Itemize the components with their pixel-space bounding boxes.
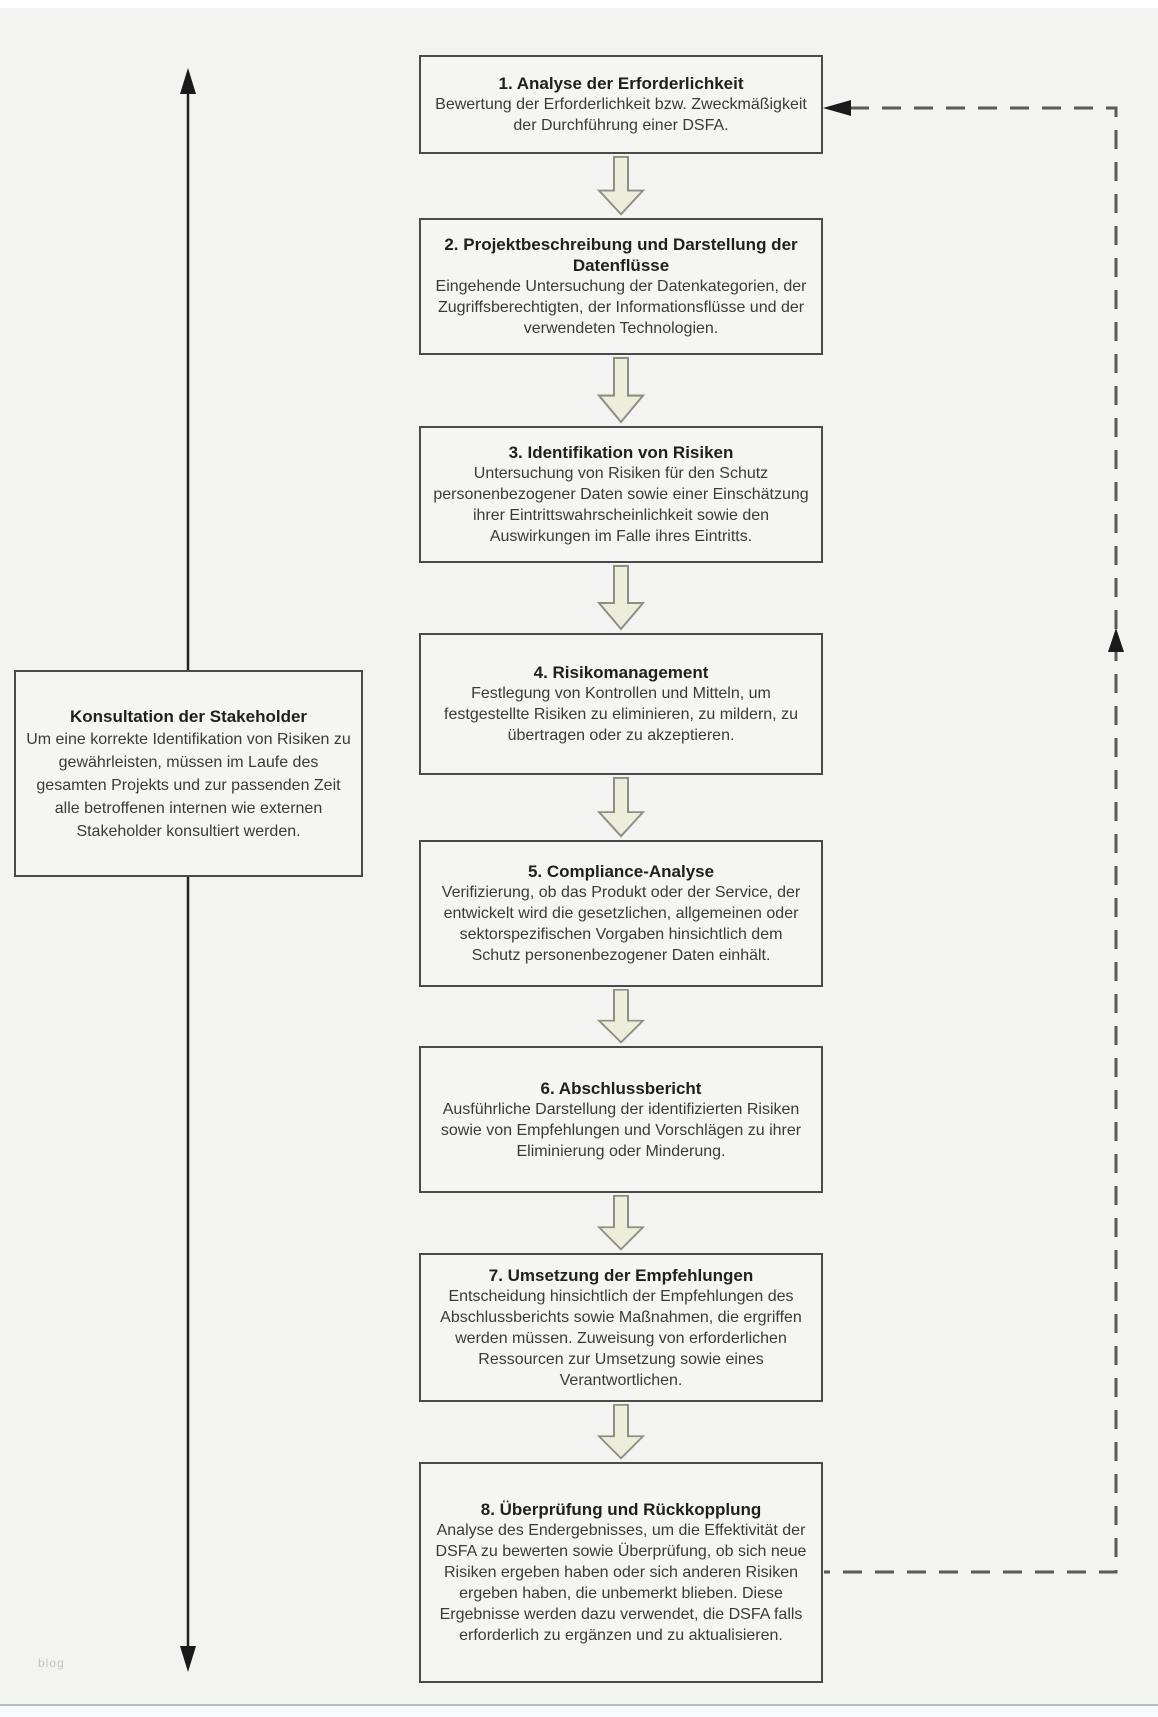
arrowhead-down-icon xyxy=(180,1646,196,1672)
step-title: 4. Risikomanagement xyxy=(533,663,709,682)
down-block-arrow-icon xyxy=(597,777,645,838)
down-block-arrow-icon xyxy=(597,565,645,631)
step-box-7: 7. Umsetzung der Empfehlungen Entscheidu… xyxy=(419,1253,823,1402)
step-box-2: 2. Projektbeschreibung und Darstellung d… xyxy=(419,218,823,355)
arrowhead-up-icon xyxy=(180,68,196,94)
stakeholder-box-title: Konsultation der Stakeholder xyxy=(69,706,308,726)
step-title: 3. Identifikation von Risiken xyxy=(508,443,734,462)
step-box-4: 4. Risikomanagement Festlegung von Kontr… xyxy=(419,633,823,775)
feedback-dashed-path xyxy=(824,106,1118,1574)
stakeholder-box-body: Um eine korrekte Identifikation von Risi… xyxy=(26,730,351,840)
step-body: Verifizierung, ob das Produkt oder der S… xyxy=(441,884,801,964)
step-box-3: 3. Identifikation von Risiken Untersuchu… xyxy=(419,426,823,563)
step-body: Eingehende Untersuchung der Datenkategor… xyxy=(435,278,807,337)
step-body: Untersuchung von Risiken für den Schutz … xyxy=(433,465,809,545)
step-box-6: 6. Abschlussbericht Ausführliche Darstel… xyxy=(419,1046,823,1193)
step-box-5: 5. Compliance-Analyse Verifizierung, ob … xyxy=(419,840,823,987)
down-block-arrow-icon xyxy=(597,989,645,1044)
step-title: 1. Analyse der Erforderlichkeit xyxy=(498,74,744,93)
down-block-arrow-icon xyxy=(597,156,645,216)
step-title: 8. Überprüfung und Rückkopplung xyxy=(480,1500,762,1519)
feedback-arrowhead-up-icon xyxy=(1108,628,1124,652)
step-box-8: 8. Überprüfung und Rückkopplung Analyse … xyxy=(419,1462,823,1683)
step-title: 7. Umsetzung der Empfehlungen xyxy=(488,1265,754,1285)
step-body: Ausführliche Darstellung der identifizie… xyxy=(440,1100,802,1160)
step-body: Bewertung der Erforderlichkeit bzw. Zwec… xyxy=(435,96,807,134)
down-block-arrow-icon xyxy=(597,357,645,424)
stakeholder-box: Konsultation der Stakeholder Um eine kor… xyxy=(14,670,363,877)
watermark: blog xyxy=(38,1656,65,1670)
down-block-arrow-icon xyxy=(597,1195,645,1251)
page-bottom-edge xyxy=(0,1704,1158,1717)
down-block-arrow-icon xyxy=(597,1404,645,1460)
step-body: Festlegung von Kontrollen und Mitteln, u… xyxy=(444,685,798,744)
step-body: Analyse des Endergebnisses, um die Effek… xyxy=(435,1522,807,1644)
step-title: 2. Projektbeschreibung und Darstellung d… xyxy=(444,235,798,275)
feedback-arrowhead-left-icon xyxy=(823,100,851,116)
step-body: Entscheidung hinsichtlich der Empfehlung… xyxy=(440,1287,802,1389)
step-title: 6. Abschlussbericht xyxy=(540,1078,702,1098)
step-box-1: 1. Analyse der Erforderlichkeit Bewertun… xyxy=(419,55,823,154)
step-title: 5. Compliance-Analyse xyxy=(527,862,715,881)
